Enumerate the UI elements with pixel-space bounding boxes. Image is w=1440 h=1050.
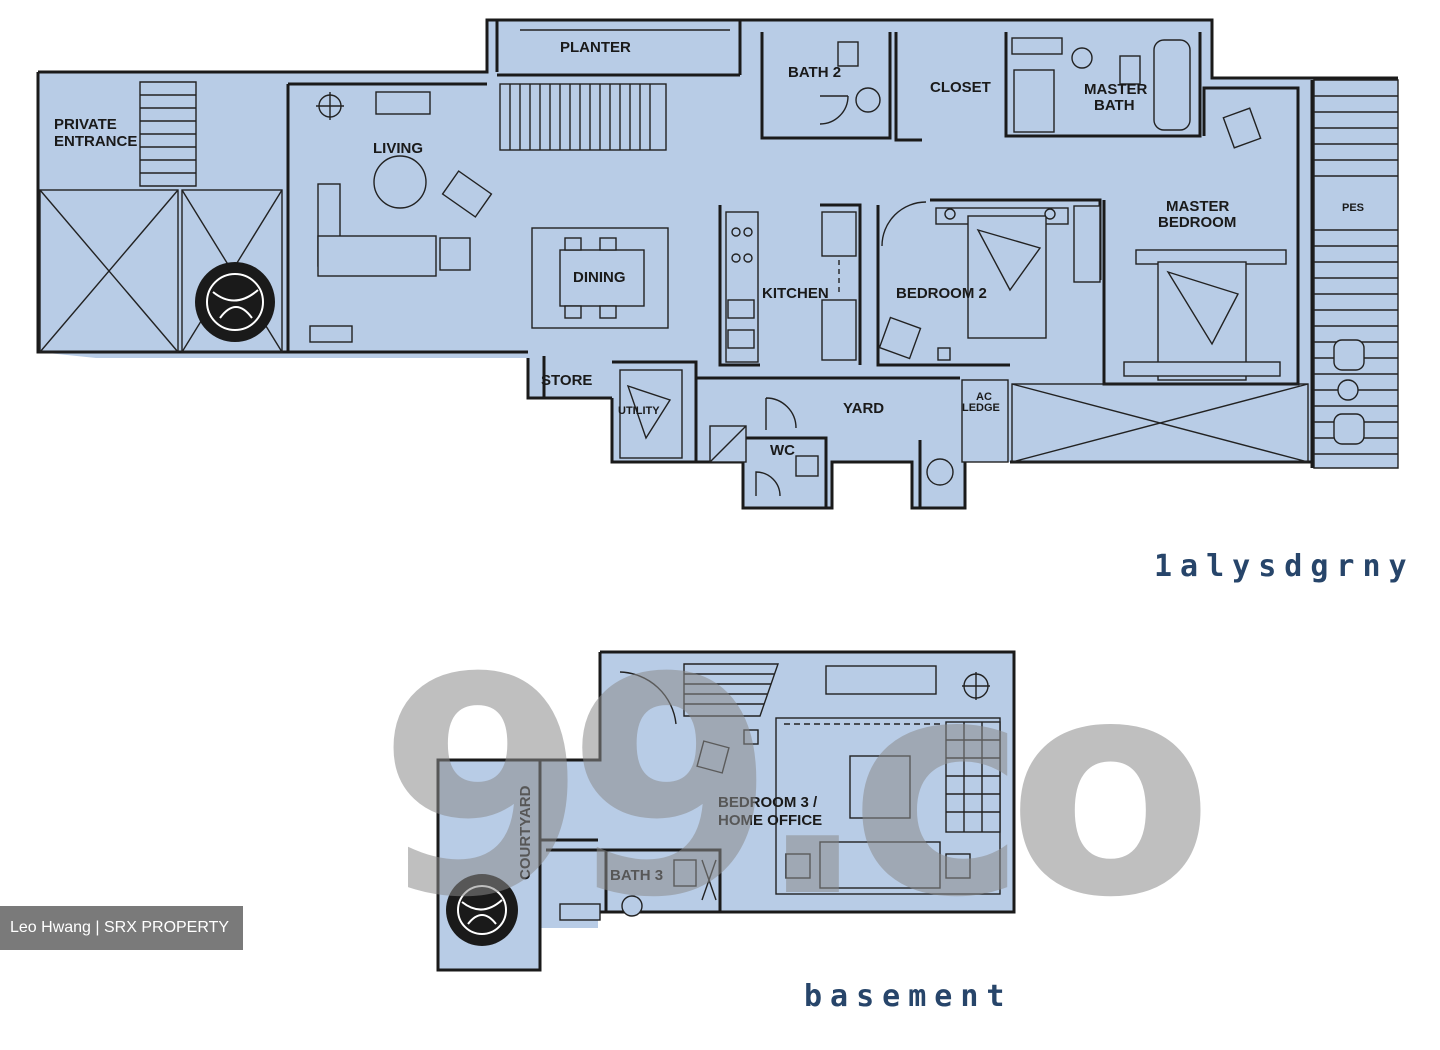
tree-icon (195, 262, 275, 342)
bath3-fixtures (559, 859, 717, 921)
service-walls (542, 356, 960, 508)
photo-credit: Leo Hwang | SRX PROPERTY (0, 906, 243, 950)
bath2-wall (760, 32, 892, 140)
label-bedroom3-1: BEDROOM 3 / (718, 794, 818, 811)
kitchen-fixtures (725, 211, 857, 363)
pes-deck (1313, 79, 1399, 469)
label-master-bedroom-2: BEDROOM (1158, 214, 1236, 231)
upper-level-plan: PLANTER BATH 2 CLOSET MASTER BATH PRIVAT… (36, 18, 1399, 510)
label-yard: YARD (843, 400, 884, 417)
bath2-fixtures (819, 41, 881, 125)
label-bedroom2: BEDROOM 2 (896, 285, 987, 302)
label-utility: UTILITY (618, 405, 660, 417)
planter-wall (495, 20, 742, 77)
courtyard-wall (538, 760, 598, 928)
service-fixtures (619, 369, 954, 497)
label-living: LIVING (373, 140, 423, 157)
upper-room-labels: PLANTER BATH 2 CLOSET MASTER BATH PRIVAT… (54, 39, 1364, 459)
label-master-bath-2: BATH (1094, 97, 1135, 114)
label-master-bath-1: MASTER (1084, 81, 1148, 98)
label-courtyard: COURTYARD (517, 785, 534, 880)
master-bath-fixtures (1011, 37, 1191, 133)
living-furniture (309, 91, 493, 343)
upper-level-floor (38, 20, 1398, 508)
kitchen-wall (718, 203, 862, 367)
upper-level-label: 1alysdgrny (1154, 549, 1415, 584)
basement-outer-wall (436, 650, 1016, 972)
label-store: STORE (541, 372, 592, 389)
label-private-entrance-1: PRIVATE (54, 116, 117, 133)
watermark: 99.co (378, 614, 1204, 963)
label-bath2: BATH 2 (788, 64, 841, 81)
bedroom3-furniture (775, 665, 1001, 895)
label-bath3: BATH 3 (610, 867, 663, 884)
master-bedroom-furniture (1073, 107, 1287, 381)
label-master-bedroom-1: MASTER (1166, 198, 1230, 215)
label-dining: DINING (573, 269, 626, 286)
label-wc: WC (770, 442, 795, 459)
courtyard-tree-icon (446, 874, 518, 946)
main-stairs (499, 83, 667, 151)
label-pes: PES (1342, 202, 1364, 214)
label-private-entrance-2: ENTRANCE (54, 133, 137, 150)
label-ac-ledge-1: AC (976, 391, 992, 403)
entrance-stairs (139, 81, 197, 187)
label-ac-ledge-2: LEDGE (962, 402, 1000, 414)
basement-floor (438, 652, 1014, 970)
basement-plan: BEDROOM 3 / HOME OFFICE COURTYARD BATH 3 (436, 650, 1016, 972)
label-kitchen: KITCHEN (762, 285, 829, 302)
basement-room-labels: BEDROOM 3 / HOME OFFICE COURTYARD BATH 3 (517, 785, 822, 884)
basement-level-label: basement (804, 979, 1013, 1014)
master-bedroom-wall (1102, 86, 1300, 386)
living-wall (286, 82, 487, 352)
label-planter: PLANTER (560, 39, 631, 56)
bedroom2-furniture (878, 201, 1069, 361)
label-bedroom3-2: HOME OFFICE (718, 812, 822, 829)
bath3-wall (546, 848, 722, 912)
basement-stairs (619, 663, 779, 774)
label-closet: CLOSET (930, 79, 991, 96)
master-bath-wall (894, 32, 1202, 142)
dining-furniture (531, 227, 669, 329)
ac-ledge-void (961, 379, 1309, 463)
